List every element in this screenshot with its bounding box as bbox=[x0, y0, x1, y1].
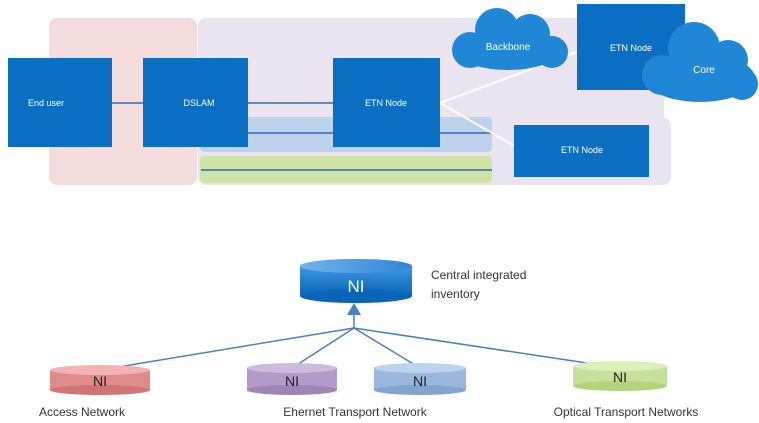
backbone-label: Backbone bbox=[486, 42, 531, 53]
arrow-head bbox=[347, 303, 361, 315]
etn-node-lower-right bbox=[514, 125, 649, 177]
core-label: Core bbox=[693, 65, 715, 76]
central-inventory-symbol: NI bbox=[348, 277, 365, 296]
optical-inventory-symbol: NI bbox=[613, 369, 627, 385]
end-user-node bbox=[8, 58, 112, 147]
ethernet-transport-network-label: Ehernet Transport Network bbox=[283, 405, 427, 419]
etn-node-center bbox=[333, 58, 440, 147]
ethernet-inventory-cylinder-blue bbox=[374, 363, 466, 395]
dslam-label: DSLAM bbox=[183, 98, 214, 108]
etn-node-top-right-label: ETN Node bbox=[610, 43, 652, 53]
access-network-label: Access Network bbox=[39, 405, 126, 419]
ethernet-inventory-symbol-blue: NI bbox=[413, 373, 427, 389]
dslam-node bbox=[143, 58, 248, 147]
central-caption-line2: inventory bbox=[431, 287, 480, 301]
access-inventory-symbol: NI bbox=[93, 373, 107, 389]
core-cloud bbox=[642, 22, 758, 102]
optical-transport-networks-label: Optical Transport Networks bbox=[554, 405, 699, 419]
inventory-links bbox=[99, 312, 621, 371]
access-inventory-cylinder bbox=[50, 365, 150, 395]
etn-node-center-label: ETN Node bbox=[365, 98, 407, 108]
optical-inventory-cylinder bbox=[573, 361, 667, 391]
etn-node-lower-right-label: ETN Node bbox=[561, 145, 603, 155]
link-etn-etn-lower bbox=[439, 102, 519, 149]
central-inventory-cylinder bbox=[300, 259, 412, 303]
ethernet-inventory-symbol-purple: NI bbox=[285, 373, 299, 389]
ethernet-inventory-cylinder-purple bbox=[247, 363, 337, 395]
central-caption-line1: Central integrated bbox=[431, 268, 526, 282]
end-user-label: End user bbox=[28, 98, 64, 108]
backbone-cloud bbox=[452, 8, 568, 70]
